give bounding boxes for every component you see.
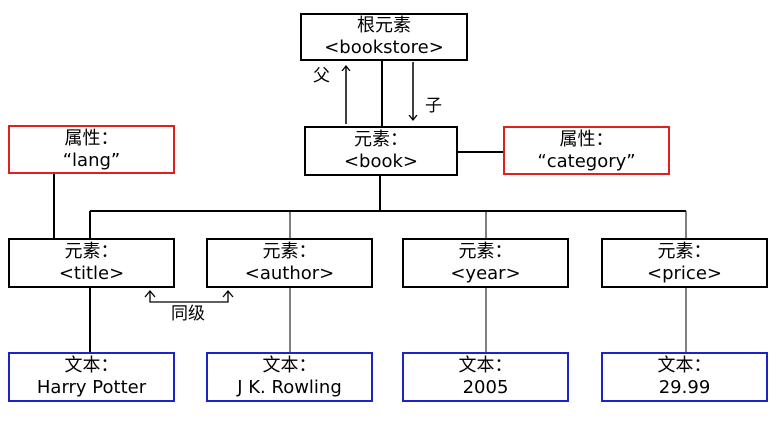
node-value: Harry Potter bbox=[36, 377, 147, 398]
year-text-node: 文本： 2005 bbox=[402, 352, 569, 402]
lang-attribute-node: 属性： “lang” bbox=[8, 125, 175, 174]
root-element-node: 根元素 <bookstore> bbox=[300, 13, 468, 61]
node-value: “category” bbox=[537, 150, 636, 172]
node-kind: 元素： bbox=[657, 241, 712, 262]
author-text-node: 文本： J K. Rowling bbox=[206, 352, 373, 402]
node-value: 2005 bbox=[462, 377, 509, 398]
node-value: <bookstore> bbox=[324, 37, 444, 58]
category-attribute-node: 属性： “category” bbox=[503, 126, 670, 175]
node-kind: 元素： bbox=[458, 241, 513, 262]
child-label: 子 bbox=[425, 96, 442, 116]
node-value: J K. Rowling bbox=[237, 377, 342, 398]
node-kind: 元素： bbox=[64, 241, 119, 262]
node-value: 29.99 bbox=[658, 377, 711, 398]
title-element-node: 元素： <title> bbox=[8, 238, 175, 288]
node-kind: 文本： bbox=[458, 355, 513, 376]
price-text-node: 文本： 29.99 bbox=[601, 352, 768, 402]
title-text-node: 文本： Harry Potter bbox=[8, 352, 175, 402]
sibling-label: 同级 bbox=[171, 304, 205, 324]
node-kind: 文本： bbox=[657, 355, 712, 376]
node-value: <price> bbox=[647, 263, 722, 284]
parent-label: 父 bbox=[313, 66, 330, 86]
year-element-node: 元素： <year> bbox=[402, 238, 569, 288]
book-element-node: 元素： <book> bbox=[304, 126, 458, 176]
node-kind: 属性： bbox=[64, 127, 119, 149]
node-kind: 属性： bbox=[559, 128, 614, 150]
node-value: <author> bbox=[244, 263, 335, 284]
node-kind: 根元素 bbox=[357, 15, 411, 36]
sibling-bracket bbox=[149, 292, 229, 303]
sibling-arrowhead-left bbox=[144, 289, 156, 298]
node-kind: 文本： bbox=[262, 355, 317, 376]
node-value: <book> bbox=[343, 151, 419, 172]
node-kind: 元素： bbox=[354, 129, 408, 150]
author-element-node: 元素： <author> bbox=[206, 238, 373, 288]
price-element-node: 元素： <price> bbox=[601, 238, 768, 288]
node-value: <year> bbox=[450, 263, 521, 284]
sibling-arrowhead-right bbox=[222, 289, 234, 298]
node-kind: 文本： bbox=[64, 355, 119, 376]
node-kind: 元素： bbox=[262, 241, 317, 262]
node-value: “lang” bbox=[62, 149, 121, 171]
node-value: <title> bbox=[58, 263, 125, 284]
